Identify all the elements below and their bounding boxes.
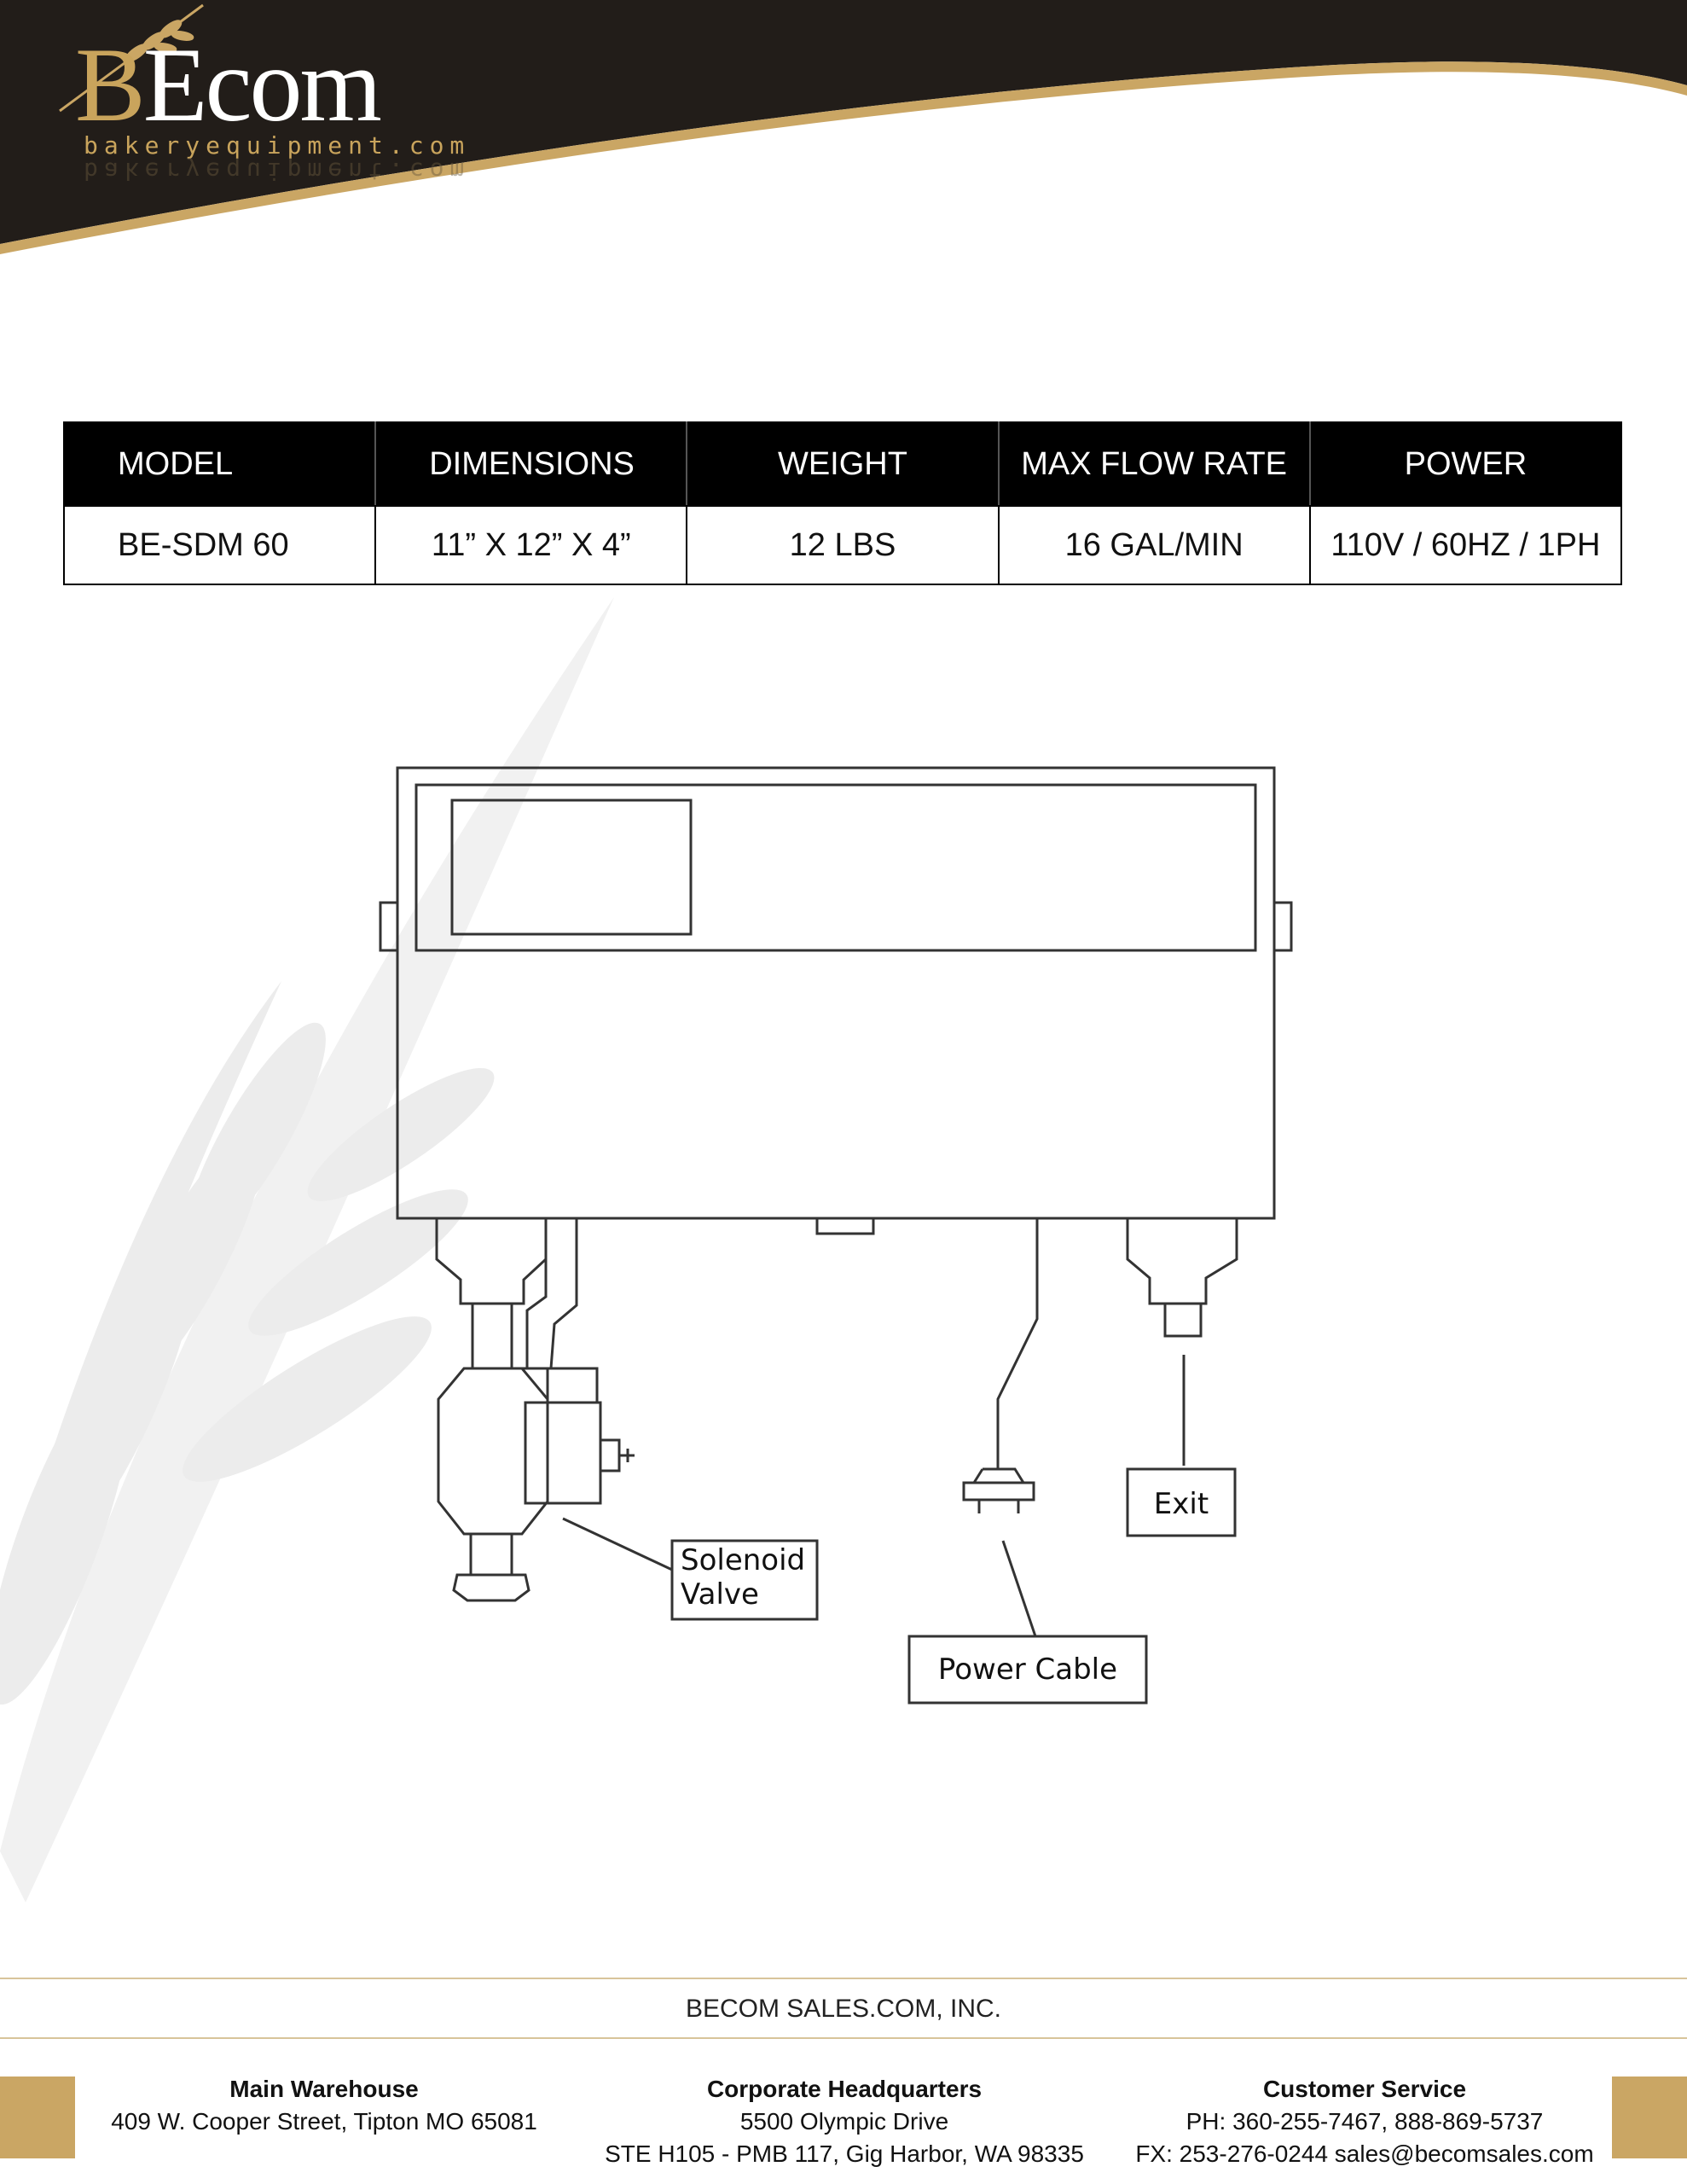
spec-table: MODEL DIMENSIONS WEIGHT MAX FLOW RATE PO… bbox=[62, 421, 1623, 585]
exit-pipe bbox=[1163, 1302, 1203, 1338]
table-row: BE-SDM 60 11” X 12” X 4” 12 LBS 16 GAL/M… bbox=[62, 505, 1623, 585]
cell-weight: 12 LBS bbox=[686, 505, 1000, 585]
right-side-tab bbox=[1272, 901, 1293, 952]
solenoid-leader-line bbox=[562, 1517, 673, 1571]
power-cable-label: Power Cable bbox=[938, 1653, 1117, 1687]
footer-customer-service: Customer Service PH: 360-255-7467, 888-8… bbox=[1109, 2073, 1620, 2170]
bypass-pipe-outer bbox=[522, 1218, 578, 1370]
service-fax-email[interactable]: FX: 253-276-0244 sales@becomsales.com bbox=[1135, 2140, 1594, 2167]
company-name: BECOM SALES.COM, INC. bbox=[685, 1995, 1002, 2023]
inlet-fitting bbox=[435, 1218, 548, 1305]
header-band bbox=[0, 0, 1687, 254]
service-phone[interactable]: PH: 360-255-7467, 888-869-5737 bbox=[1186, 2108, 1544, 2135]
cabinet-body bbox=[396, 766, 1276, 1220]
header-dimensions: DIMENSIONS bbox=[374, 421, 688, 507]
spec-header-row: MODEL DIMENSIONS WEIGHT MAX FLOW RATE PO… bbox=[62, 421, 1623, 507]
header-model: MODEL bbox=[62, 421, 377, 507]
outlet-pipe bbox=[469, 1532, 513, 1577]
solenoid-coil bbox=[524, 1401, 602, 1505]
plug-body bbox=[962, 1481, 1035, 1502]
bottom-nub bbox=[815, 1217, 875, 1235]
logo-letter: B bbox=[75, 26, 146, 143]
footer-gold-block-right bbox=[1612, 2077, 1687, 2158]
service-title: Customer Service bbox=[1262, 2076, 1467, 2102]
valve-body bbox=[437, 1367, 549, 1536]
cell-model: BE-SDM 60 bbox=[62, 505, 377, 585]
solenoid-label-line2: Valve bbox=[681, 1577, 759, 1612]
left-side-tab bbox=[379, 901, 399, 952]
inlet-pipe bbox=[471, 1302, 513, 1370]
header-power: POWER bbox=[1308, 421, 1623, 507]
headquarters-title: Corporate Headquarters bbox=[706, 2076, 983, 2102]
cell-power: 110V / 60HZ / 1PH bbox=[1308, 505, 1623, 585]
exit-label: Exit bbox=[1154, 1487, 1209, 1521]
bypass-pipe bbox=[525, 1218, 548, 1368]
header-max-flow-rate: MAX FLOW RATE bbox=[997, 421, 1311, 507]
power-leader-line bbox=[1001, 1540, 1037, 1637]
solenoid-label-box bbox=[670, 1539, 819, 1621]
logo-tagline-reflection: bakeryequipment.com bbox=[84, 157, 471, 185]
solenoid-cap bbox=[546, 1367, 599, 1404]
header-weight: WEIGHT bbox=[686, 421, 1000, 507]
exit-label-box bbox=[1126, 1467, 1237, 1537]
solenoid-terminal bbox=[599, 1438, 621, 1472]
outlet-cap bbox=[452, 1573, 530, 1602]
exit-fitting bbox=[1126, 1218, 1238, 1305]
logo-rest: Ecom bbox=[142, 26, 382, 143]
wheat-icon bbox=[59, 3, 204, 113]
display-window bbox=[450, 799, 693, 936]
footer-rule-bottom bbox=[0, 2037, 1687, 2039]
headquarters-address-line1: 5500 Olympic Drive bbox=[739, 2108, 949, 2135]
cell-max-flow-rate: 16 GAL/MIN bbox=[997, 505, 1311, 585]
footer-headquarters: Corporate Headquarters 5500 Olympic Driv… bbox=[588, 2073, 1100, 2170]
cell-dimensions: 11” X 12” X 4” bbox=[374, 505, 688, 585]
warehouse-title: Main Warehouse bbox=[229, 2076, 419, 2102]
wheat-watermark bbox=[0, 597, 614, 1902]
brand-logo[interactable]: BEcom bbox=[75, 32, 382, 138]
footer-rule-top bbox=[0, 1978, 1687, 1979]
headquarters-address-line2: STE H105 - PMB 117, Gig Harbor, WA 98335 bbox=[605, 2140, 1084, 2167]
cabinet-top-panel bbox=[415, 783, 1257, 952]
logo-tagline: bakeryequipment.com bbox=[84, 131, 471, 160]
power-cord bbox=[996, 1218, 1039, 1469]
warehouse-address: 409 W. Cooper Street, Tipton MO 65081 bbox=[111, 2108, 537, 2135]
power-cable-label-box bbox=[907, 1635, 1148, 1705]
footer-warehouse: Main Warehouse 409 W. Cooper Street, Tip… bbox=[85, 2073, 563, 2138]
product-diagram: Solenoid Valve Exit Power Cable bbox=[0, 597, 1293, 1902]
solenoid-label-line1: Solenoid bbox=[681, 1543, 805, 1577]
footer-gold-block-left bbox=[0, 2077, 75, 2158]
